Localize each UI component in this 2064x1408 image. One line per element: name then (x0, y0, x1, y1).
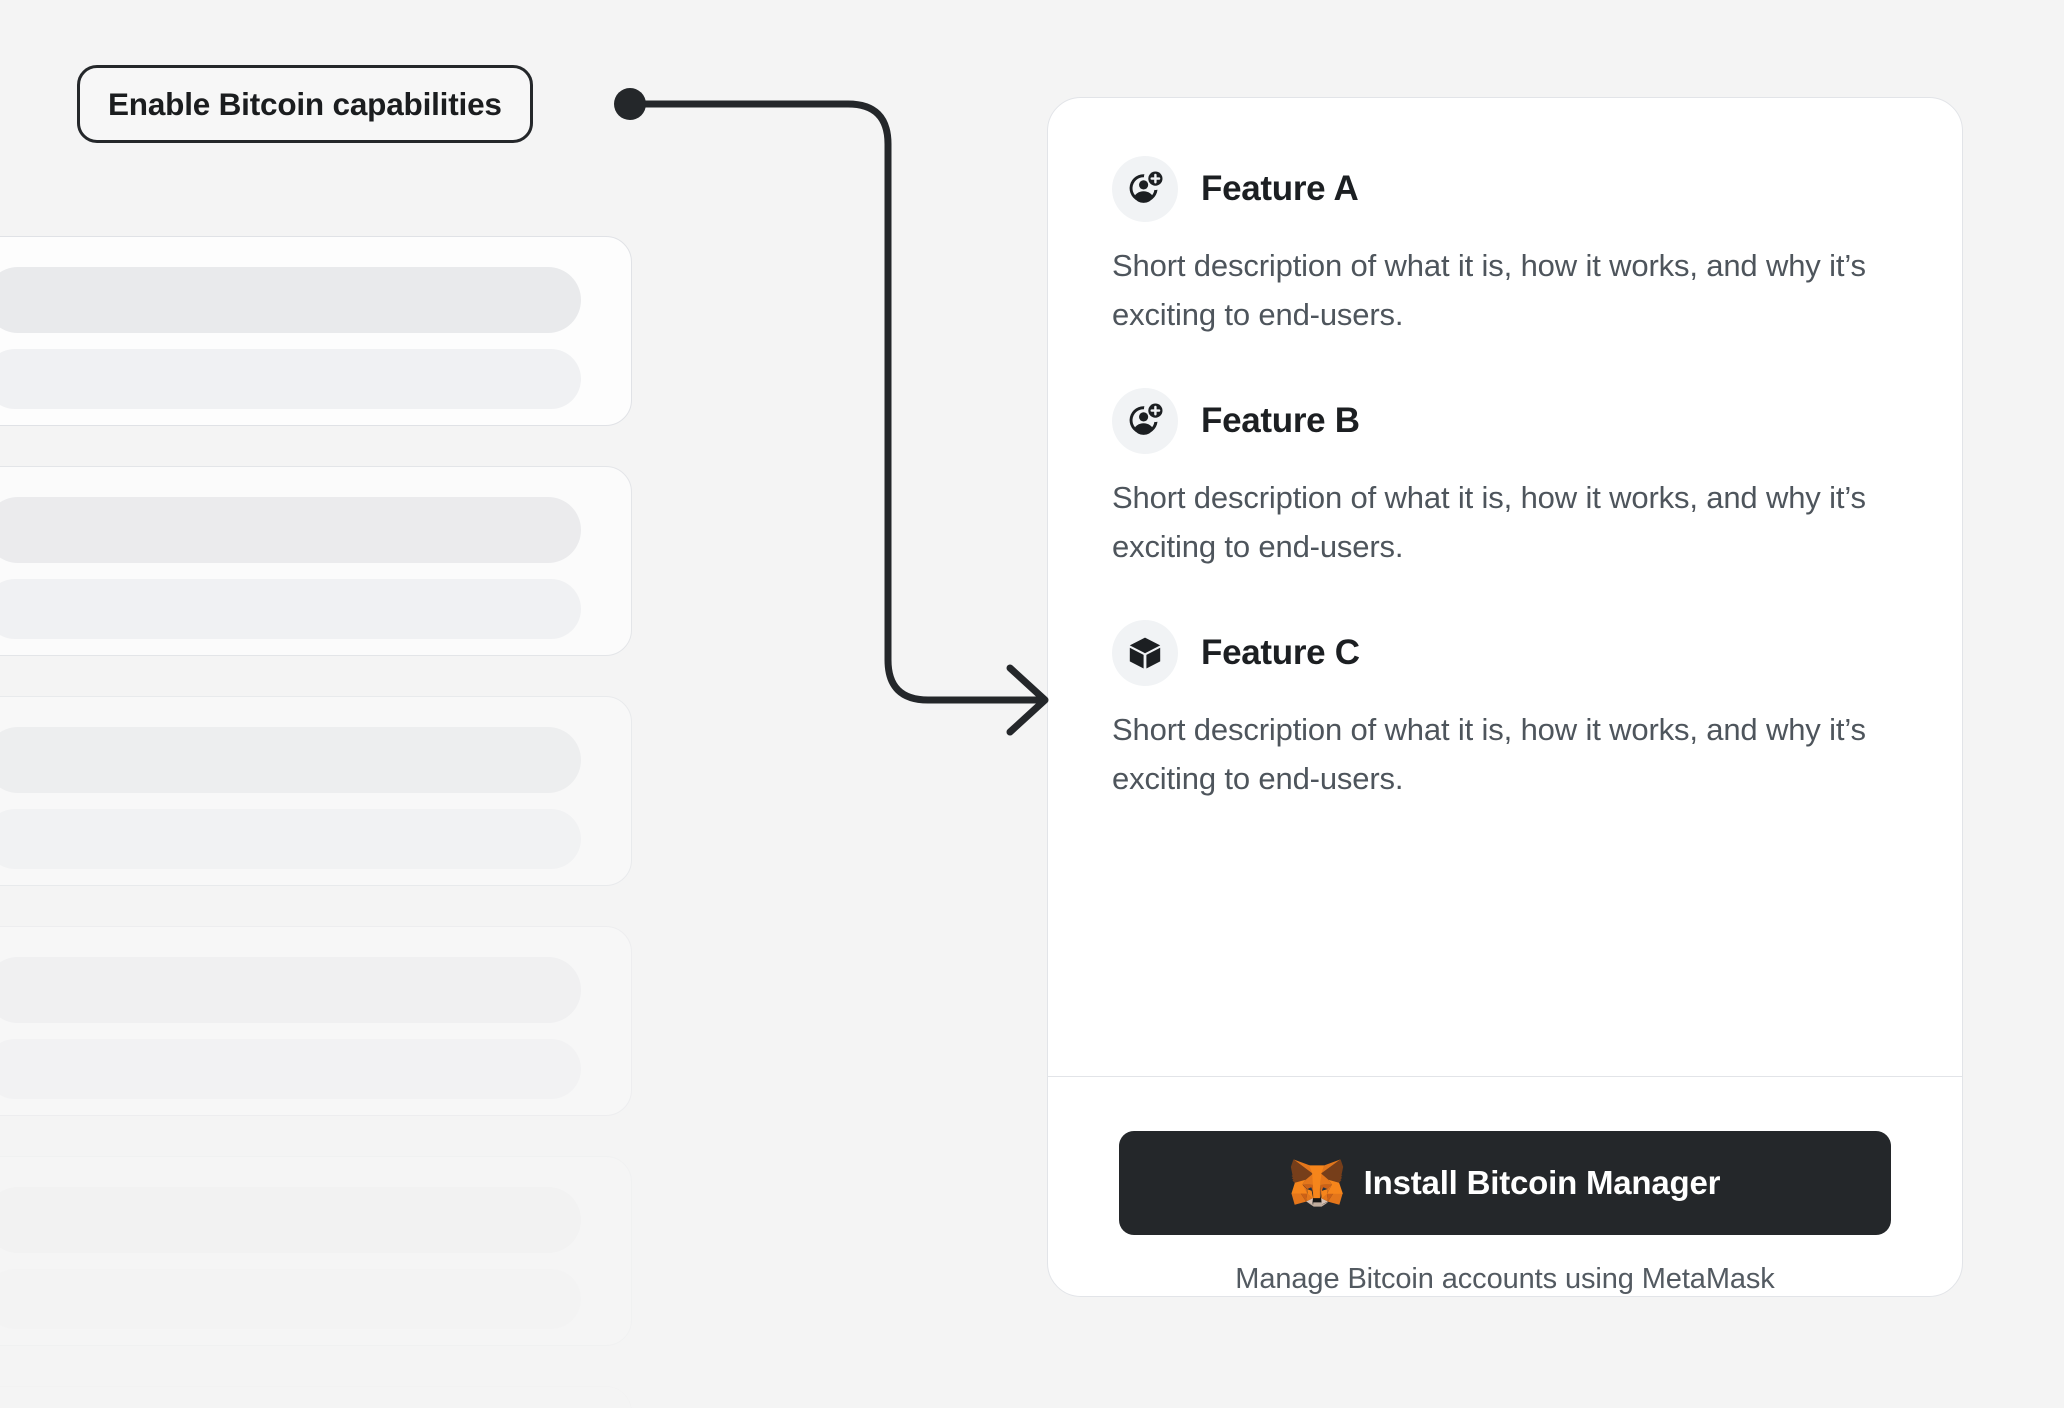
skeleton-pill-secondary (0, 349, 581, 409)
install-button-label: Install Bitcoin Manager (1363, 1164, 1721, 1201)
feature-card: Feature A Short description of what it i… (1047, 97, 1963, 1297)
install-bitcoin-manager-button[interactable]: Install Bitcoin Manager (1119, 1131, 1891, 1235)
card-divider (1048, 1075, 1962, 1077)
skeleton-card (0, 1156, 632, 1346)
feature-item: Feature C Short description of what it i… (1112, 619, 1898, 804)
cube-icon (1112, 619, 1178, 686)
skeleton-card (0, 926, 632, 1116)
feature-header: Feature B (1112, 387, 1898, 454)
skeleton-pill-primary (0, 267, 581, 333)
skeleton-pill-primary (0, 957, 581, 1023)
feature-description: Short description of what it is, how it … (1112, 248, 1866, 332)
feature-description: Short description of what it is, how it … (1112, 711, 1866, 796)
skeleton-card (0, 696, 632, 886)
skeleton-card (0, 1386, 632, 1408)
background-skeleton-list (0, 236, 632, 1408)
callout-label-text: Enable Bitcoin capabilities (108, 85, 502, 122)
skeleton-pill-primary (0, 727, 581, 793)
feature-header: Feature C (1112, 619, 1898, 686)
feature-item: Feature A Short description of what it i… (1112, 156, 1898, 340)
feature-title: Feature B (1201, 400, 1360, 440)
feature-item: Feature B Short description of what it i… (1112, 387, 1898, 572)
skeleton-pill-primary (0, 497, 581, 563)
feature-description: Short description of what it is, how it … (1112, 479, 1866, 564)
connector-arrowhead-icon (1006, 664, 1049, 736)
skeleton-pill-secondary (0, 809, 581, 869)
skeleton-card (0, 466, 632, 656)
skeleton-pill-secondary (0, 1269, 581, 1329)
metamask-fox-icon (1290, 1159, 1343, 1207)
feature-header: Feature A (1112, 156, 1898, 222)
connector-start-dot-icon (614, 88, 646, 120)
feature-list: Feature A Short description of what it i… (1048, 98, 1962, 1034)
card-footer: Install Bitcoin Manager Manage Bitcoin a… (1048, 1077, 1962, 1296)
skeleton-pill-primary (0, 1187, 581, 1253)
feature-title: Feature A (1201, 169, 1359, 208)
callout-label: Enable Bitcoin capabilities (77, 65, 533, 143)
skeleton-pill-secondary (0, 579, 581, 639)
add-account-icon (1112, 156, 1178, 222)
add-account-icon (1112, 387, 1178, 454)
install-caption: Manage Bitcoin accounts using MetaMask (1235, 1263, 1775, 1295)
skeleton-card (0, 236, 632, 426)
skeleton-pill-secondary (0, 1039, 581, 1099)
feature-title: Feature C (1201, 632, 1360, 672)
connector-path (626, 100, 1044, 704)
